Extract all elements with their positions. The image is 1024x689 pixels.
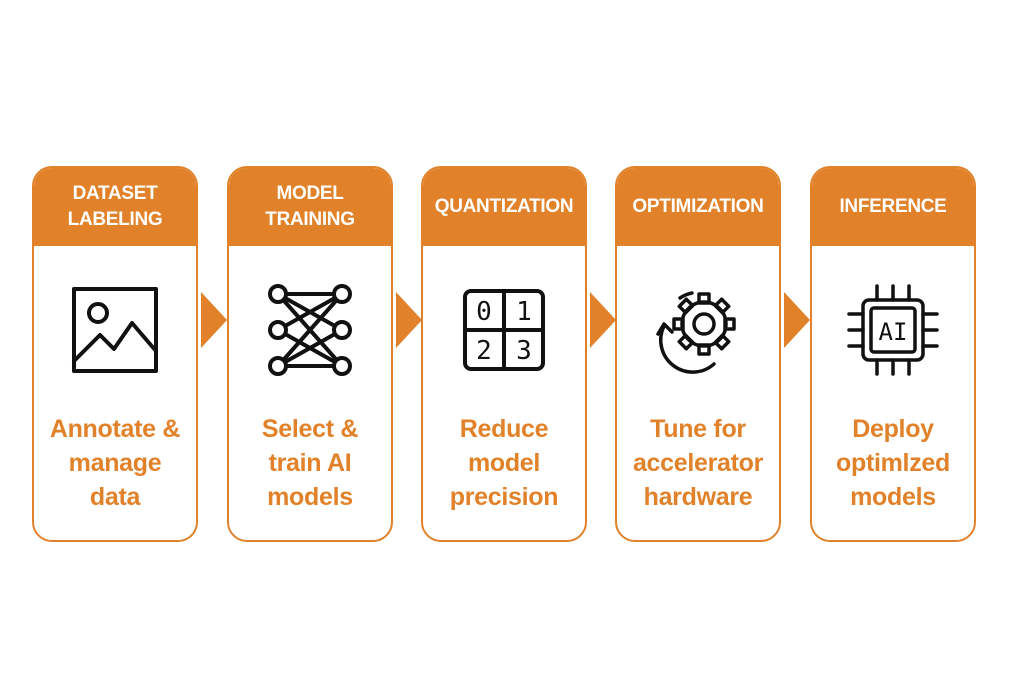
step-card-optimization: OPTIMIZATION — [615, 166, 781, 542]
step-card-dataset-labeling: DATASET LABELING Annotate & manage data — [32, 166, 198, 542]
image-icon — [34, 280, 196, 380]
grid-digit: 0 — [476, 297, 492, 327]
flow-arrow — [784, 292, 810, 348]
ai-chip-icon: AI — [812, 280, 974, 380]
gear-cycle-icon — [617, 280, 779, 380]
flow-arrow — [201, 292, 227, 348]
step-description: Reduce model precision — [449, 415, 559, 511]
grid-digit: 2 — [476, 336, 492, 366]
grid-numbers-icon: 0 1 2 3 — [423, 280, 585, 380]
neural-network-icon — [229, 280, 391, 380]
step-title: MODEL TRAINING — [229, 168, 391, 246]
step-title: INFERENCE — [812, 168, 974, 246]
flow-arrow — [590, 292, 616, 348]
step-card-quantization: QUANTIZATION 0 1 2 3 Reduce model precis… — [421, 166, 587, 542]
flow-arrow — [396, 292, 422, 348]
step-description: Deploy optimlzed models — [836, 415, 950, 511]
grid-digit: 3 — [516, 336, 532, 366]
grid-digit: 1 — [516, 297, 532, 327]
step-description: Select & train AI models — [261, 415, 359, 511]
step-description: Tune for accelerator hardware — [632, 415, 764, 511]
chip-label: AI — [879, 318, 908, 346]
step-description: Annotate & manage data — [49, 415, 181, 511]
step-title: DATASET LABELING — [34, 168, 196, 246]
step-card-model-training: MODEL TRAINING Select & train AI models — [227, 166, 393, 542]
step-card-inference: INFERENCE AI Deploy optimlzed models — [810, 166, 976, 542]
step-title: QUANTIZATION — [423, 168, 585, 246]
step-title: OPTIMIZATION — [617, 168, 779, 246]
